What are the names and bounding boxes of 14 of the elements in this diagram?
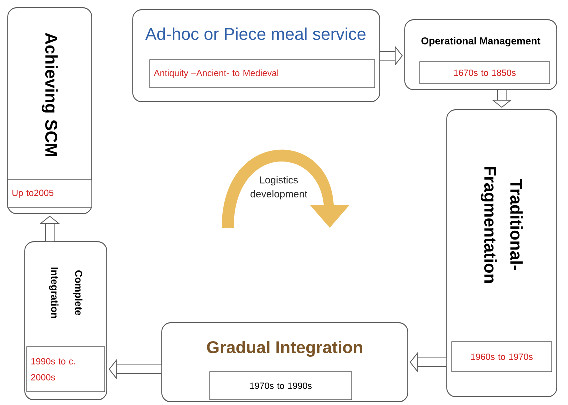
stage-heading: Ad-hoc or Piece meal service	[146, 28, 366, 40]
stage-heading: Achieving SCM	[42, 33, 58, 156]
date-box: 1990s to c. 2000s	[26, 346, 106, 392]
center-label: Logistics development	[250, 176, 308, 200]
date-box: 1670s to 1850s	[420, 62, 550, 84]
date-box: Antiquity –Ancient- to Medieval	[150, 60, 376, 88]
date-box: 1970s to 1990s	[210, 372, 352, 400]
stage-box	[446, 110, 558, 398]
stage-heading: Operational Management	[422, 37, 541, 47]
date-box: 1960s to 1970s	[452, 342, 552, 372]
stage-heading: Complete Integration	[49, 268, 83, 318]
date-box: Up to2005	[8, 180, 92, 208]
stage-heading: Gradual Integration	[207, 341, 362, 357]
stage-heading: Traditional- Fragmentation	[481, 167, 523, 283]
